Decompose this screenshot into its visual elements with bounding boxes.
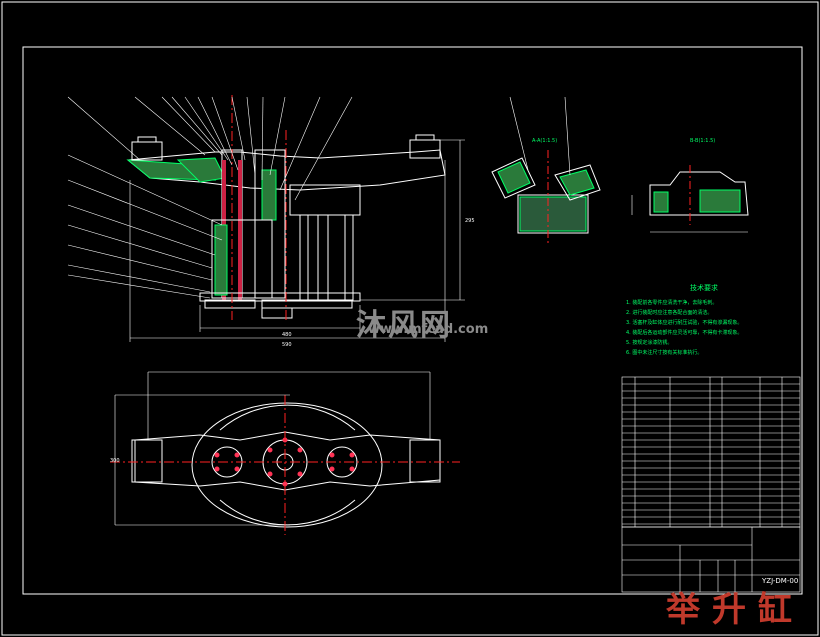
section-a-label: A-A(1:1.5) bbox=[532, 138, 557, 144]
tech-req-5: 5. 按规定涂漆防锈。 bbox=[626, 339, 672, 346]
dim-side-height: 300 bbox=[110, 458, 120, 464]
tech-req-3: 3. 活塞杆及缸体应进行耐压试验，不得有渗漏现象。 bbox=[626, 319, 742, 326]
drawing-title: 举升缸 bbox=[666, 590, 804, 630]
tech-req-6: 6. 图中未注尺寸按有关标准执行。 bbox=[626, 349, 702, 356]
section-a-a-view: A-A(1:1.5) bbox=[491, 96, 601, 245]
watermark-brand: 沐风网 bbox=[356, 308, 452, 343]
bom-table: YZJ-DM-00 bbox=[621, 376, 801, 593]
drawing-frame bbox=[22, 46, 803, 595]
drawing-number: YZJ-DM-00 bbox=[761, 577, 798, 585]
tech-req-1: 1. 装配前各零件应清洗干净，去除毛刺。 bbox=[626, 299, 717, 306]
front-section-view: 480 590 295 bbox=[67, 95, 475, 348]
tech-req-title: 技术要求 bbox=[690, 283, 718, 292]
dim-bottom-width: 480 bbox=[282, 332, 292, 338]
tech-req-2: 2. 进行装配时应注意各配合面的清洁。 bbox=[626, 309, 712, 316]
section-b-b-view: B-B(1:1.5) bbox=[631, 138, 749, 233]
dim-top-width: 590 bbox=[282, 342, 292, 348]
watermark-url: www.mfcad.com bbox=[368, 322, 489, 337]
tech-req-4: 4. 装配后各运动部件应灵活可靠，不得有卡滞现象。 bbox=[626, 329, 742, 336]
tech-requirements: 技术要求 1. 装配前各零件应清洗干净，去除毛刺。 2. 进行装配时应注意各配合… bbox=[626, 283, 742, 356]
section-b-label: B-B(1:1.5) bbox=[690, 138, 715, 144]
dim-height: 295 bbox=[465, 218, 475, 224]
top-view: 300 bbox=[110, 371, 460, 535]
